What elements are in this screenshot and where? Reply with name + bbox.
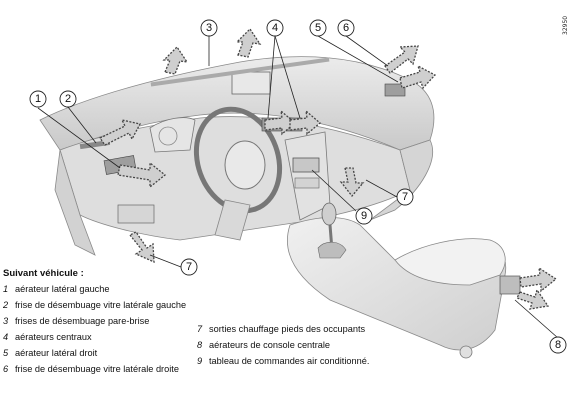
airflow-arrow-windscreen-1 [162,45,189,75]
callout-4: 4 [272,22,278,34]
armrest [394,238,506,286]
legend-item-6: 6 frise de désembuage vitre latérale dro… [3,364,188,375]
console-cup [459,345,473,359]
leader-line-7b [149,254,182,268]
callout-3: 3 [206,22,212,34]
legend-number: 1 [3,284,9,294]
legend-item-2: 2 frise de désembuage vitre latérale gau… [3,300,188,311]
steering-wheel [193,106,283,214]
central-screen [231,71,271,95]
legend-column-right: 7 sorties chauffage pieds des occupants … [197,324,382,372]
page-reference: 32950 [562,15,569,35]
leader-line-4b [274,35,301,119]
legend-text: frise de désembuage vitre latérale droit… [15,364,179,374]
callout-9-circle [355,207,373,225]
legend-number: 2 [3,300,9,310]
callout-8-circle [549,336,567,354]
airflow-arrow-frieze-left [99,119,141,146]
legend-item-9: 9 tableau de commandes air conditionné. [197,356,382,367]
vent-right [384,83,406,97]
airflow-arrow-central-2 [289,109,322,136]
callout-2-circle [59,90,77,108]
legend-text: frises de désembuage pare-brise [15,316,150,326]
callout-8: 8 [555,339,561,351]
legend-number: 3 [3,316,9,326]
legend-number: 4 [3,332,9,342]
leader-line-8 [514,299,559,339]
leader-line-6 [345,35,389,67]
callout-1-circle [29,90,47,108]
gear-knob [321,202,337,226]
legend-text: tableau de commandes air conditionné. [209,356,370,366]
dashboard-right-side [369,139,433,221]
callouts [29,19,567,354]
legend-text: aérateurs de console centrale [209,340,331,350]
cluster-dial [158,126,178,146]
legend-number: 9 [197,356,203,366]
steering-column [214,199,251,241]
callout-7a: 7 [402,191,408,203]
leader-line-5 [317,35,399,83]
climate-control-panel [292,157,320,173]
airflow-arrow-console-1 [519,266,558,293]
left-switch-panel [117,204,155,224]
legend-item-1: 1 aérateur latéral gauche [3,284,188,295]
callout-3-circle [200,19,218,37]
climate-control-buttons [294,177,320,189]
legend-text: aérateur latéral droit [15,348,98,358]
legend-item-4: 4 aérateurs centraux [3,332,188,343]
legend-text: sorties chauffage pieds des occupants [209,324,366,334]
airflow-arrow-feet-left [128,231,155,264]
legend-number: 8 [197,340,203,350]
defrost-frieze-windscreen [150,57,330,87]
leader-line-2 [67,106,97,144]
airflow-arrow-feet-right [339,167,365,198]
leader-line-4a [267,35,276,119]
airflow-arrow-side-right [399,64,437,90]
legend-text: aérateurs centraux [15,332,92,342]
legend-item-5: 5 aérateur latéral droit [3,348,188,359]
legend-number: 5 [3,348,9,358]
instrument-cluster [149,117,196,153]
callout-5-circle [309,19,327,37]
callout-6: 6 [343,22,349,34]
legend-number: 6 [3,364,9,374]
steering-wheel-hub [224,140,266,190]
callout-2: 2 [65,93,71,105]
gear-boot [317,241,347,259]
legend-item-7: 7 sorties chauffage pieds des occupants [197,324,382,335]
callout-7b: 7 [186,261,192,273]
airflow-arrow-side-left [117,161,167,189]
airflow-arrow-windscreen-2 [235,27,262,58]
defrost-frieze-left [79,139,111,150]
legend-column-left: 1 aérateur latéral gauche 2 frise de dés… [3,284,188,380]
callout-6-circle [337,19,355,37]
callout-4-circle [266,19,284,37]
console-rear-vents [499,275,521,295]
legend-item-8: 8 aérateurs de console centrale [197,340,382,351]
callout-7a-circle [396,188,414,206]
leader-line-9 [311,169,357,212]
dashboard-left-side [54,149,96,256]
callout-9: 9 [361,210,367,222]
leader-line-1 [37,107,121,169]
callout-7b-circle [180,258,198,276]
legend-text: aérateur latéral gauche [15,284,110,294]
airflow-arrow-console-2 [516,288,550,310]
airflow-arrow-frieze-right [384,45,419,74]
callout-1: 1 [35,93,41,105]
airflow-arrow-central-1 [264,109,297,136]
legend-item-3: 3 frises de désembuage pare-brise [3,316,188,327]
legend-text: frise de désembuage vitre latérale gauch… [15,300,187,310]
leader-line-7a [365,179,398,198]
legend-number: 7 [197,324,203,334]
callout-5: 5 [315,22,321,34]
legend-heading: Suivant véhicule : [3,268,84,279]
